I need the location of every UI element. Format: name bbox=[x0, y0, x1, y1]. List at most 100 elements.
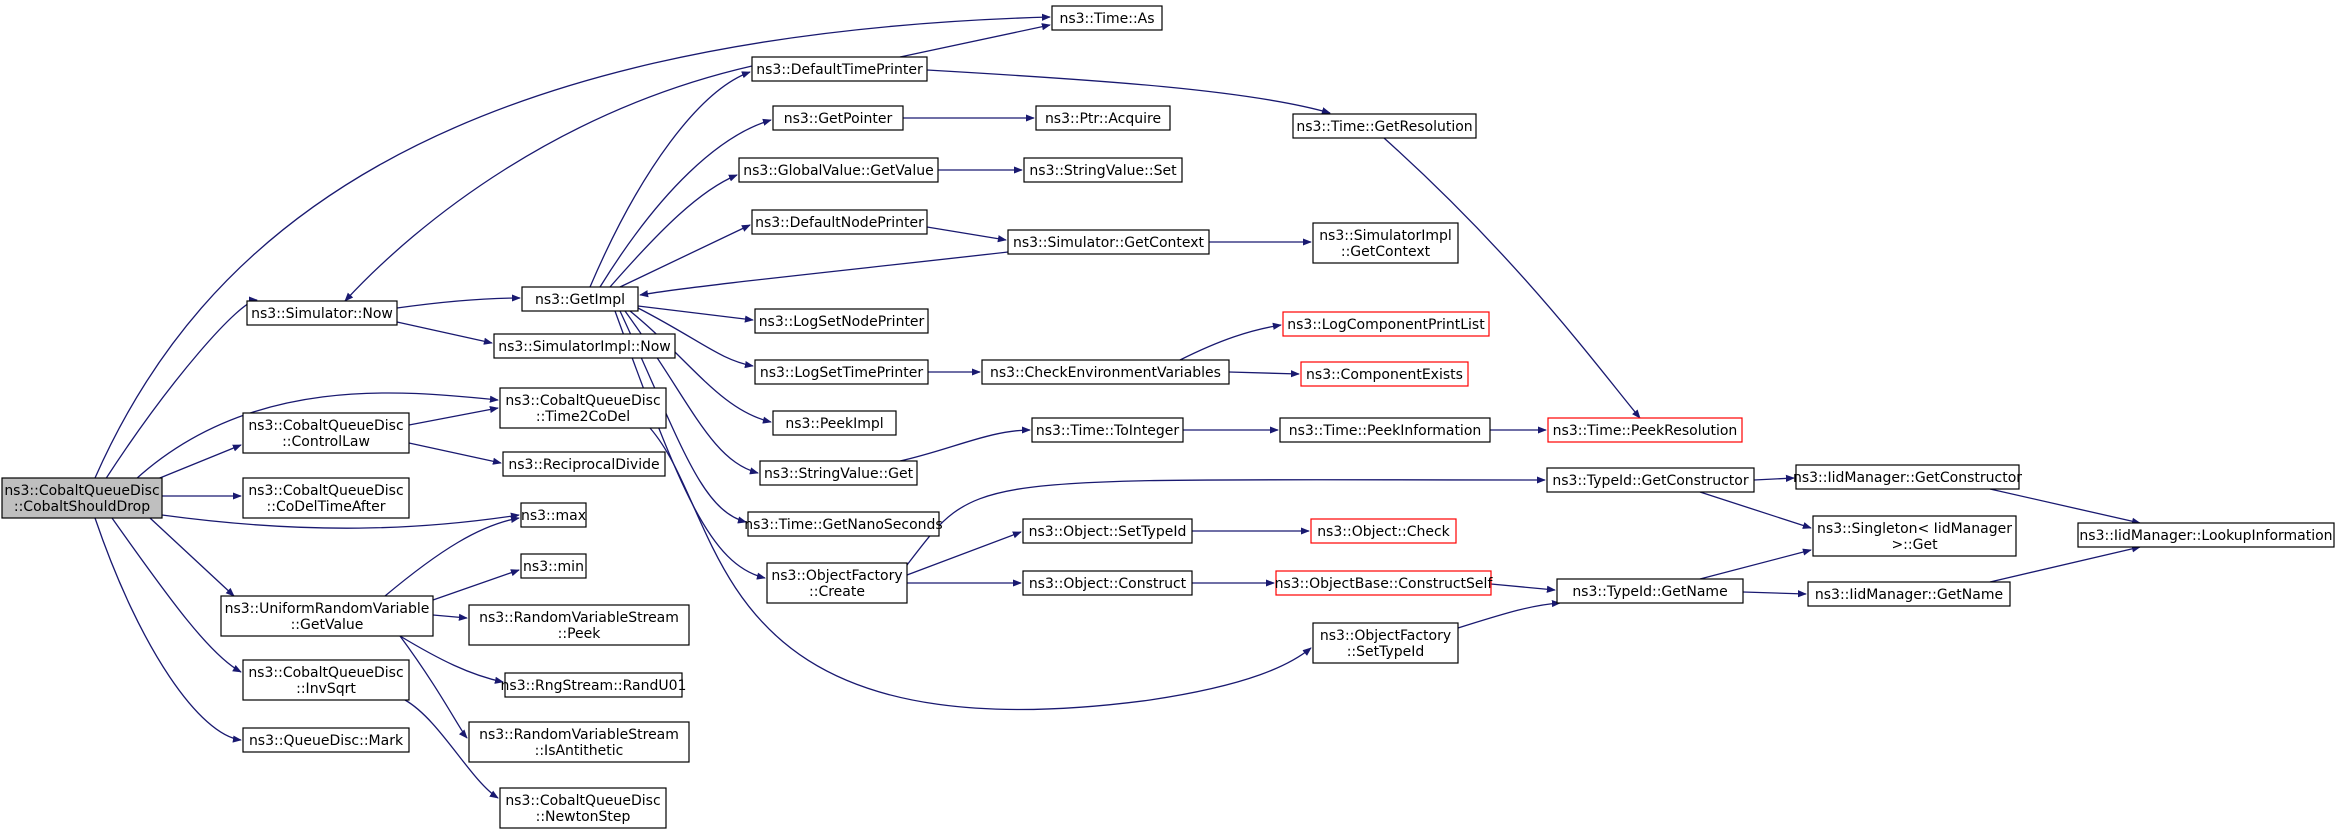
node-defaultnodeprinter[interactable]: ns3::DefaultNodePrinter bbox=[751, 209, 928, 235]
edge-line bbox=[609, 174, 738, 288]
node-reciprocaldivide[interactable]: ns3::ReciprocalDivide bbox=[502, 451, 666, 477]
node-objectfactorycreate[interactable]: ns3::ObjectFactory::Create bbox=[766, 562, 908, 604]
node-getimpl[interactable]: ns3::GetImpl bbox=[521, 286, 639, 312]
edge-stringvalueget-to-toint bbox=[899, 426, 1031, 462]
edge-uniform-to-isantithetic bbox=[399, 635, 468, 739]
node-box bbox=[1022, 518, 1193, 544]
node-root[interactable]: ns3::CobaltQueueDisc::CobaltShouldDrop bbox=[1, 477, 163, 519]
node-lookupinfo[interactable]: ns3::IidManager::LookupInformation bbox=[2077, 522, 2335, 548]
node-timeas[interactable]: ns3::Time::As bbox=[1051, 5, 1163, 31]
node-peekinfo[interactable]: ns3::Time::PeekInformation bbox=[1279, 417, 1491, 443]
edge-line bbox=[396, 294, 521, 309]
node-mark[interactable]: ns3::QueueDisc::Mark bbox=[242, 727, 410, 753]
node-ptracquire[interactable]: ns3::Ptr::Acquire bbox=[1035, 105, 1171, 131]
node-label: ns3::StringValue::Set bbox=[1029, 163, 1177, 179]
node-singleton[interactable]: ns3::Singleton< IidManager >::Get bbox=[1812, 515, 2017, 557]
node-construct[interactable]: ns3::Object::Construct bbox=[1022, 570, 1193, 596]
edge-line bbox=[104, 296, 258, 481]
edge-checkenv-to-compexists bbox=[1228, 370, 1300, 378]
node-getresolution[interactable]: ns3::Time::GetResolution bbox=[1292, 113, 1477, 139]
node-iidgetconstructor[interactable]: ns3::IidManager::GetConstructor bbox=[1793, 464, 2022, 490]
edge-getimpl-to-peekimpl bbox=[629, 310, 772, 424]
node-getnanoseconds[interactable]: ns3::Time::GetNanoSeconds bbox=[744, 511, 943, 537]
edge-root-to-now bbox=[104, 296, 258, 481]
edge-typeidgetconstructor-to-iidgetconstructor bbox=[1753, 474, 1795, 483]
node-simgetcontext[interactable]: ns3::Simulator::GetContext bbox=[1007, 229, 1210, 255]
node-label: ns3::CobaltQueueDisc bbox=[248, 665, 403, 681]
node-label: ns3::CheckEnvironmentVariables bbox=[990, 365, 1221, 381]
edge-line bbox=[899, 426, 1031, 462]
node-stringvalueget[interactable]: ns3::StringValue::Get bbox=[759, 460, 918, 486]
node-compexists[interactable]: ns3::ComponentExists bbox=[1300, 361, 1469, 387]
node-typeidgetconstructor[interactable]: ns3::TypeId::GetConstructor bbox=[1546, 467, 1755, 493]
edge-line bbox=[396, 321, 493, 345]
node-label: ns3::ObjectBase::ConstructSelf bbox=[1275, 576, 1494, 592]
node-typeidgetname[interactable]: ns3::TypeId::GetName bbox=[1556, 578, 1744, 604]
edge-line bbox=[149, 444, 242, 483]
edge-line bbox=[629, 310, 772, 424]
node-getpointer[interactable]: ns3::GetPointer bbox=[772, 105, 904, 131]
node-label: ns3::SimulatorImpl bbox=[1319, 228, 1452, 244]
node-time2codel[interactable]: ns3::CobaltQueueDisc::Time2CoDel bbox=[499, 387, 667, 429]
node-label: ns3::ReciprocalDivide bbox=[508, 457, 659, 473]
node-defaulttimeprinter[interactable]: ns3::DefaultTimePrinter bbox=[751, 56, 928, 82]
node-box bbox=[754, 359, 929, 385]
node-objectcheck[interactable]: ns3::Object::Check bbox=[1310, 518, 1457, 544]
node-label: ::CobaltShouldDrop bbox=[14, 499, 150, 515]
node-simimplnow[interactable]: ns3::SimulatorImpl::Now bbox=[493, 333, 676, 359]
node-simimplgetcontext[interactable]: ns3::SimulatorImpl::GetContext bbox=[1312, 222, 1459, 264]
node-label: ns3::RandomVariableStream bbox=[479, 727, 679, 743]
node-label: ns3::RngStream::RandU01 bbox=[501, 678, 687, 694]
node-box bbox=[1807, 581, 2011, 607]
edge-line bbox=[404, 699, 499, 799]
edge-getresolution-to-peekresolution bbox=[1383, 137, 1641, 419]
node-peekresolution[interactable]: ns3::Time::PeekResolution bbox=[1547, 417, 1743, 443]
node-setypeid[interactable]: ns3::Object::SetTypeId bbox=[1022, 518, 1193, 544]
node-checkenv[interactable]: ns3::CheckEnvironmentVariables bbox=[981, 359, 1230, 385]
node-logcomplist[interactable]: ns3::LogComponentPrintList bbox=[1282, 311, 1490, 337]
node-label: ns3::RandomVariableStream bbox=[479, 610, 679, 626]
node-randu01[interactable]: ns3::RngStream::RandU01 bbox=[501, 672, 687, 698]
node-logsettimeprinter[interactable]: ns3::LogSetTimePrinter bbox=[754, 359, 929, 385]
edge-line bbox=[344, 65, 753, 302]
node-globalvalue[interactable]: ns3::GlobalValue::GetValue bbox=[738, 157, 939, 183]
node-controllaw[interactable]: ns3::CobaltQueueDisc::ControlLaw bbox=[242, 412, 410, 454]
node-peekimpl[interactable]: ns3::PeekImpl bbox=[772, 410, 897, 436]
node-max[interactable]: ns3::max bbox=[520, 502, 587, 528]
node-invsqrt[interactable]: ns3::CobaltQueueDisc::InvSqrt bbox=[242, 659, 410, 701]
edge-line bbox=[399, 635, 504, 684]
node-box bbox=[1310, 518, 1457, 544]
node-rvspeek[interactable]: ns3::RandomVariableStream::Peek bbox=[468, 604, 690, 646]
edge-line bbox=[637, 305, 754, 323]
node-label: ns3::QueueDisc::Mark bbox=[249, 733, 404, 749]
node-box bbox=[468, 721, 690, 763]
edge-line bbox=[94, 13, 1051, 479]
node-isantithetic[interactable]: ns3::RandomVariableStream::IsAntithetic bbox=[468, 721, 690, 763]
node-stringvalueset[interactable]: ns3::StringValue::Set bbox=[1023, 157, 1183, 183]
node-box bbox=[1312, 622, 1459, 664]
node-uniform[interactable]: ns3::UniformRandomVariable::GetValue bbox=[220, 595, 434, 637]
node-now[interactable]: ns3::Simulator::Now bbox=[246, 300, 398, 326]
node-ofsettypeid[interactable]: ns3::ObjectFactory::SetTypeId bbox=[1312, 622, 1459, 664]
node-label: >::Get bbox=[1891, 537, 1938, 553]
node-label: ns3::ObjectFactory bbox=[1320, 628, 1451, 644]
edge-defaultnodeprinter-to-simgetcontext bbox=[926, 226, 1007, 243]
node-label: ns3::Time::GetNanoSeconds bbox=[744, 517, 942, 533]
node-logsetnodeprinter[interactable]: ns3::LogSetNodePrinter bbox=[754, 308, 929, 334]
node-toint[interactable]: ns3::Time::ToInteger bbox=[1031, 417, 1184, 443]
node-iidgetname[interactable]: ns3::IidManager::GetName bbox=[1807, 581, 2011, 607]
edge-getimpl-to-getpointer bbox=[599, 118, 772, 288]
node-min[interactable]: ns3::min bbox=[520, 553, 587, 579]
edge-now-to-simimplnow bbox=[396, 321, 493, 345]
node-codeltimeafter[interactable]: ns3::CobaltQueueDisc::CoDelTimeAfter bbox=[242, 477, 410, 519]
node-box bbox=[1312, 222, 1459, 264]
node-label: ns3::ComponentExists bbox=[1306, 367, 1463, 383]
node-newtonstep[interactable]: ns3::CobaltQueueDisc::NewtonStep bbox=[499, 787, 667, 829]
node-box bbox=[1051, 5, 1163, 31]
node-box bbox=[242, 477, 410, 519]
node-box bbox=[1546, 467, 1755, 493]
node-label: ns3::LogSetNodePrinter bbox=[759, 314, 925, 330]
node-box bbox=[2077, 522, 2335, 548]
edge-line bbox=[1490, 583, 1556, 593]
node-constructself[interactable]: ns3::ObjectBase::ConstructSelf bbox=[1275, 570, 1494, 596]
